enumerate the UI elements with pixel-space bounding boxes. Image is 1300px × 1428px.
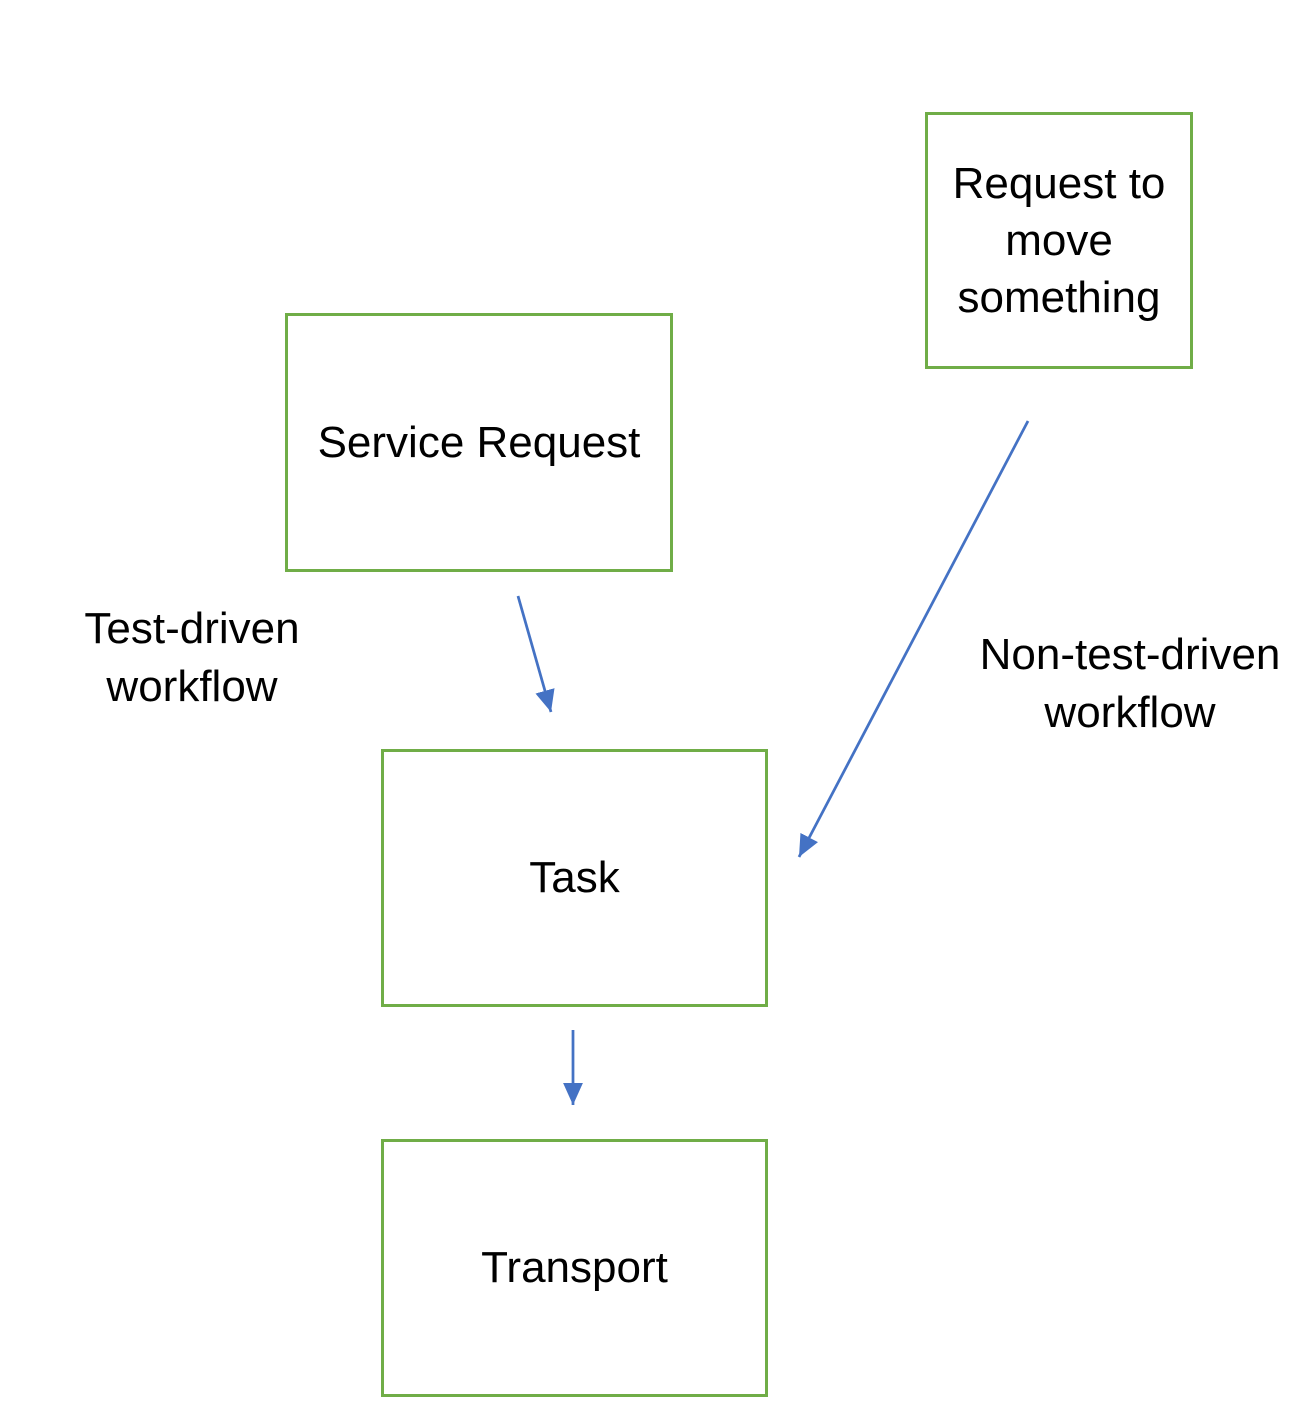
node-task: Task [381, 749, 768, 1007]
label-non-test-driven-workflow: Non-test-driven workflow [979, 630, 1281, 738]
node-label: Task [529, 853, 620, 903]
node-label: Request to move something [952, 158, 1166, 323]
node-transport: Transport [381, 1139, 768, 1397]
label-test-driven-workflow: Test-driven workflow [84, 604, 300, 712]
node-service-request: Service Request [285, 313, 673, 572]
node-request-to-move-something: Request to move something [925, 112, 1193, 369]
arrow-service-request-to-task [516, 595, 555, 713]
node-label: Transport [481, 1243, 668, 1293]
node-label: Service Request [317, 417, 641, 467]
